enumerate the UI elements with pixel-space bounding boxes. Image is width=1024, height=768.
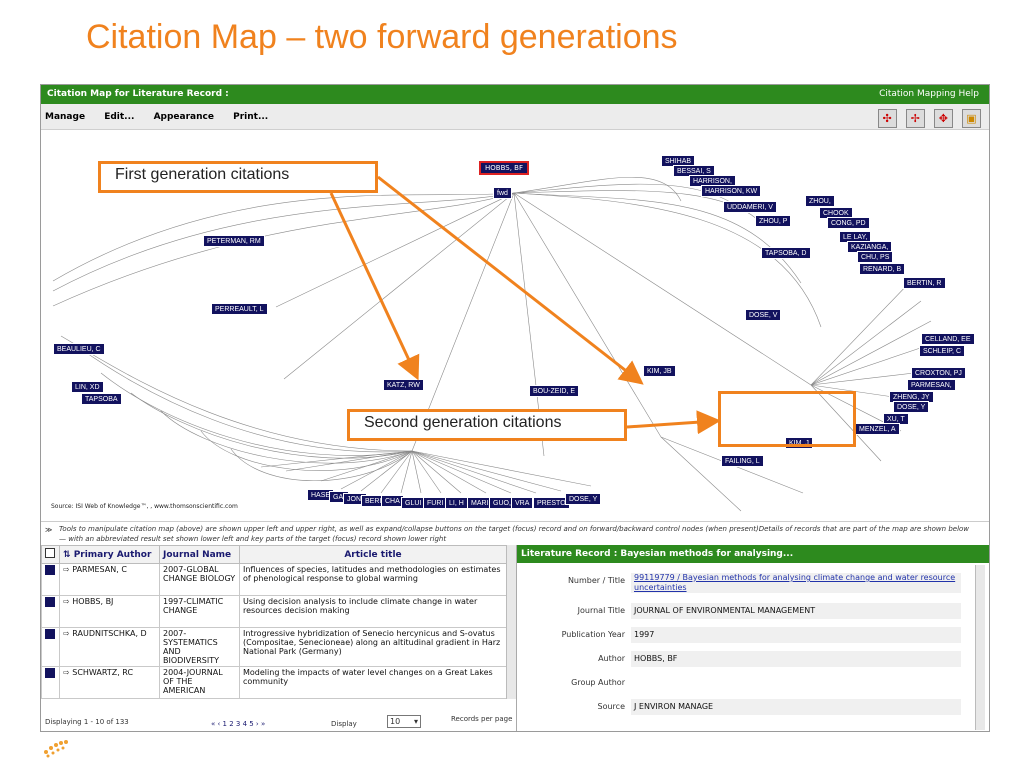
- menu-appearance[interactable]: Appearance: [153, 112, 214, 122]
- map-node[interactable]: PETERMAN, RM: [203, 235, 265, 247]
- map-node[interactable]: DOSE, Y: [893, 401, 930, 413]
- map-node[interactable]: CROXTON, PJ: [911, 367, 966, 379]
- arrow-icon[interactable]: ⇨: [63, 565, 70, 574]
- map-node[interactable]: GLUI: [401, 497, 426, 509]
- results-table: ⇅ Primary Author Journal Name Article ti…: [41, 545, 507, 699]
- field-author: Author HOBBS, BF: [525, 651, 961, 667]
- map-node[interactable]: BERTIN, R: [903, 277, 946, 289]
- menu-manage[interactable]: Manage: [45, 112, 86, 122]
- page-links[interactable]: « ‹ 1 2 3 4 5 › »: [211, 720, 266, 728]
- field-source: Source J ENVIRON MANAGE: [525, 699, 961, 715]
- table-row[interactable]: ⇨ HOBBS, BJ 1997-CLIMATIC CHANGE Using d…: [41, 595, 507, 628]
- map-node[interactable]: UDDAMERI, V: [723, 201, 777, 213]
- field-journal-title: Journal Title JOURNAL OF ENVIRONMENTAL M…: [525, 603, 961, 619]
- map-node[interactable]: VRA: [511, 497, 534, 509]
- record-scrollbar[interactable]: [975, 565, 985, 730]
- map-node[interactable]: HARRISON, KW: [701, 185, 762, 197]
- pagination: Displaying 1 - 10 of 133 « ‹ 1 2 3 4 5 ›…: [41, 713, 517, 731]
- menu-print[interactable]: Print...: [233, 112, 269, 122]
- map-node[interactable]: KIM, JB: [643, 365, 676, 377]
- map-node[interactable]: BOU-ZEID, E: [529, 385, 580, 397]
- map-node[interactable]: SCHLEIP, C: [919, 345, 965, 357]
- row-checkbox[interactable]: [45, 629, 55, 639]
- slide-title: Citation Map – two forward generations: [86, 18, 678, 56]
- map-node[interactable]: CHU, PS: [857, 251, 894, 263]
- col-article-title[interactable]: Article title: [239, 545, 507, 564]
- table-row[interactable]: ⇨ RAUDNITSCHKA, D 2007-SYSTEMATICS AND B…: [41, 627, 507, 667]
- collapse-chevron-icon[interactable]: ≫: [45, 526, 53, 534]
- map-node[interactable]: TAPSOBA, D: [761, 247, 811, 259]
- menu-bar: Manage Edit... Appearance Print... ✣ ✢ ✥…: [41, 104, 989, 130]
- first-generation-callout: First generation citations: [98, 161, 378, 193]
- field-group-author: Group Author: [571, 678, 625, 687]
- export-icon[interactable]: ▣: [962, 109, 981, 128]
- map-node[interactable]: BEAULIEU, C: [53, 343, 105, 355]
- results-panel: ⇅ Primary Author Journal Name Article ti…: [41, 545, 517, 731]
- map-node[interactable]: MENZEL, A: [855, 423, 900, 435]
- window-title: Citation Map for Literature Record :: [47, 89, 229, 99]
- source-credit: Source: ISI Web of Knowledge™, , www.tho…: [51, 503, 238, 510]
- field-number-title: Number / Title 99119779 / Bayesian metho…: [525, 573, 961, 593]
- map-node[interactable]: FURI: [423, 497, 448, 509]
- table-row[interactable]: ⇨ SCHWARTZ, RC 2004-JOURNAL OF THE AMERI…: [41, 666, 507, 699]
- citation-map-window: Citation Map for Literature Record : Cit…: [40, 84, 990, 732]
- map-node[interactable]: CHA: [381, 495, 404, 507]
- map-node[interactable]: DOSE, V: [745, 309, 782, 321]
- second-generation-callout: Second generation citations: [347, 409, 627, 441]
- table-row[interactable]: ⇨ PARMESAN, C 2007-GLOBAL CHANGE BIOLOGY…: [41, 563, 507, 596]
- map-node[interactable]: FAILING, L: [721, 455, 764, 467]
- record-panel: Literature Record : Bayesian methods for…: [517, 545, 989, 731]
- menu-edit[interactable]: Edit...: [104, 112, 135, 122]
- tools-description: ≫ Tools to manipulate citation map (abov…: [41, 521, 989, 543]
- map-node[interactable]: HARRISON,: [689, 175, 736, 187]
- second-generation-highlight: [718, 391, 856, 447]
- records-per-page-label: Records per page: [451, 715, 513, 723]
- citation-map: HOBBS, BF fwd SHIHAB BESSAI, S HARRISON,…: [41, 131, 989, 517]
- logo-icon: [44, 740, 68, 758]
- map-node[interactable]: CELLAND, EE: [921, 333, 975, 345]
- window-title-bar: Citation Map for Literature Record : Cit…: [41, 85, 989, 104]
- map-node[interactable]: PARMESAN,: [907, 379, 956, 391]
- chevron-down-icon[interactable]: ▾: [413, 717, 418, 726]
- results-scrollbar[interactable]: [506, 545, 516, 699]
- select-all-checkbox[interactable]: [45, 548, 55, 558]
- map-node[interactable]: DOSE, Y: [565, 493, 602, 505]
- col-journal-name[interactable]: Journal Name: [159, 545, 240, 564]
- fit-icon[interactable]: ✥: [933, 109, 953, 128]
- field-publication-year: Publication Year 1997: [525, 627, 961, 643]
- display-label: Display: [331, 720, 357, 728]
- map-node[interactable]: LIN, XD: [71, 381, 104, 393]
- row-checkbox[interactable]: [45, 668, 55, 678]
- map-node[interactable]: LI, H: [445, 497, 468, 509]
- map-node[interactable]: KATZ, RW: [383, 379, 424, 391]
- record-header: Literature Record : Bayesian methods for…: [517, 545, 989, 563]
- focus-record-node[interactable]: HOBBS, BF: [479, 161, 529, 175]
- arrow-icon[interactable]: ⇨: [63, 597, 70, 606]
- arrow-icon[interactable]: ⇨: [63, 668, 70, 677]
- displaying-count: Displaying 1 - 10 of 133: [45, 718, 129, 726]
- map-node[interactable]: RENARD, B: [859, 263, 906, 275]
- expand-icon[interactable]: ✢: [905, 109, 925, 128]
- map-node[interactable]: CONG, PD: [827, 217, 870, 229]
- map-node[interactable]: ZHOU,: [805, 195, 835, 207]
- records-per-page-select[interactable]: 10 ▾: [387, 715, 421, 728]
- fwd-node[interactable]: fwd: [493, 187, 512, 199]
- help-link[interactable]: Citation Mapping Help: [879, 89, 979, 99]
- map-node[interactable]: ZHOU, P: [755, 215, 792, 227]
- row-checkbox[interactable]: [45, 565, 55, 575]
- arrow-icon[interactable]: ⇨: [63, 629, 70, 638]
- row-checkbox[interactable]: [45, 597, 55, 607]
- sort-icon[interactable]: ⇅: [63, 549, 71, 560]
- col-primary-author[interactable]: ⇅ Primary Author: [59, 545, 160, 564]
- map-node[interactable]: PERREAULT, L: [211, 303, 268, 315]
- collapse-icon[interactable]: ✣: [877, 109, 897, 128]
- record-title-link[interactable]: 99119779 / Bayesian methods for analysin…: [631, 573, 961, 593]
- map-node[interactable]: TAPSOBA: [81, 393, 122, 405]
